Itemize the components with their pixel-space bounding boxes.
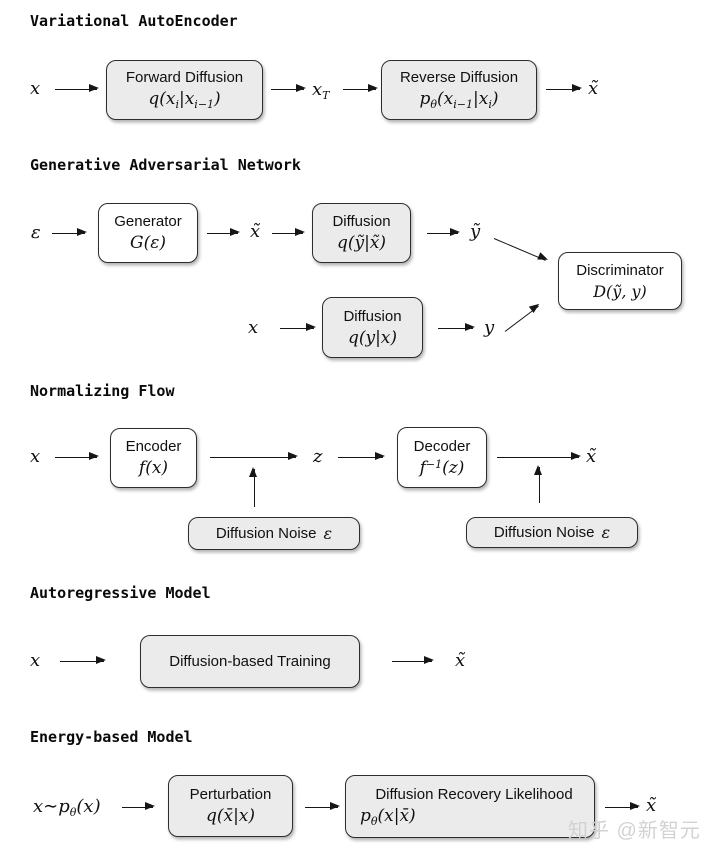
arrow-right-icon [438, 323, 475, 332]
nf-diffusion-noise1-box: Diffusion Noise ε [188, 517, 360, 550]
vae-output-label: x̃ [588, 78, 599, 99]
arrow-right-icon [271, 84, 306, 93]
section-title-nf: Normalizing Flow [30, 382, 175, 400]
arrow-right-icon [55, 84, 99, 93]
section-title-gan: Generative Adversarial Network [30, 156, 301, 174]
arrow-right-icon [272, 228, 305, 237]
arrow-right-icon [338, 452, 385, 461]
ar-input-label: x [30, 650, 41, 671]
arrow-right-icon [207, 228, 240, 237]
box-title: Encoder [125, 438, 182, 455]
nf-decoder-box: Decoder f−1(z) [397, 427, 487, 488]
section-title-ebm: Energy-based Model [30, 728, 193, 746]
arrow-up-icon [534, 465, 543, 503]
gan-generator-box: Generator G(ε) [98, 203, 198, 263]
box-formula: ε [601, 523, 611, 542]
box-title: Diffusion [332, 213, 391, 230]
nf-encoder-box: Encoder f(x) [110, 428, 197, 488]
gan-epsilon-label: ε [31, 222, 41, 243]
gan-discriminator-box: Discriminator D(ỹ, y) [558, 252, 682, 310]
gan-x-label: x [248, 317, 259, 338]
ar-output-label: x̃ [455, 650, 466, 671]
box-title: Diffusion Noise [215, 525, 317, 542]
section-title-ar: Autoregressive Model [30, 584, 211, 602]
gan-ytilde-label: ỹ [470, 221, 481, 242]
box-formula: G(ε) [130, 233, 166, 253]
arrow-right-icon [55, 452, 99, 461]
box-title: Decoder [413, 437, 471, 455]
box-title: Diffusion-based Training [169, 653, 331, 670]
box-formula: pθ(xi−1|xi) [419, 89, 499, 111]
gan-xtilde-label: x̃ [250, 221, 261, 242]
box-title: Generator [114, 213, 182, 230]
arrow-diagonal-up-icon [504, 305, 539, 332]
box-formula: q(y|x) [347, 327, 398, 348]
ar-diffusion-training-box: Diffusion-based Training [140, 635, 360, 688]
nf-z-label: z [313, 446, 323, 467]
box-formula: q(x̄|x) [205, 806, 256, 826]
arrow-right-icon [60, 656, 106, 665]
vae-xt-label: xT [312, 79, 330, 102]
nf-diffusion-noise2-box: Diffusion Noise ε [466, 517, 638, 548]
arrow-right-icon [497, 452, 581, 461]
box-formula: q(ỹ|x̃) [336, 233, 387, 253]
arrow-right-icon [427, 228, 460, 237]
box-formula: ε [323, 524, 333, 543]
box-title: Diffusion [343, 307, 402, 325]
box-formula: pθ(x|x̄) [360, 805, 416, 828]
arrow-diagonal-down-icon [493, 238, 546, 261]
gan-diffusion1-box: Diffusion q(ỹ|x̃) [312, 203, 411, 263]
arrow-right-icon [52, 228, 87, 237]
box-title: Discriminator [576, 261, 664, 279]
nf-output-label: x̃ [586, 446, 597, 467]
watermark: 知乎 @新智元 [568, 820, 701, 842]
vae-forward-diffusion-box: Forward Diffusion q(xi|xi−1) [106, 60, 263, 120]
arrow-right-icon [546, 84, 582, 93]
gan-diffusion2-box: Diffusion q(y|x) [322, 297, 423, 358]
ebm-perturbation-box: Perturbation q(x̄|x) [168, 775, 293, 837]
box-title: Diffusion Recovery Likelihood [375, 785, 573, 803]
arrow-right-icon [392, 656, 434, 665]
ebm-output-label: x̃ [646, 795, 657, 816]
box-formula: f(x) [138, 458, 169, 478]
ebm-recovery-likelihood-box: Diffusion Recovery Likelihood pθ(x|x̄) [345, 775, 595, 838]
box-title: Diffusion Noise [493, 524, 595, 541]
box-title: Perturbation [189, 786, 272, 803]
gan-y-label: y [484, 317, 495, 338]
vae-reverse-diffusion-box: Reverse Diffusion pθ(xi−1|xi) [381, 60, 537, 120]
box-title: Reverse Diffusion [399, 69, 519, 86]
arrow-right-icon [343, 84, 378, 93]
section-title-vae: Variational AutoEncoder [30, 12, 238, 30]
arrow-right-icon [122, 802, 155, 811]
box-formula: q(xi|xi−1) [148, 89, 221, 111]
arrow-right-icon [305, 802, 340, 811]
box-formula: f−1(z) [419, 457, 465, 478]
vae-input-label: x [30, 78, 41, 99]
ebm-input-label: x∼pθ(x) [33, 796, 101, 819]
arrow-right-icon [210, 452, 298, 461]
box-title: Forward Diffusion [125, 69, 244, 86]
arrow-right-icon [605, 802, 640, 811]
box-formula: D(ỹ, y) [593, 281, 647, 301]
nf-input-label: x [30, 446, 41, 467]
arrow-right-icon [280, 323, 316, 332]
arrow-up-icon [249, 467, 258, 507]
